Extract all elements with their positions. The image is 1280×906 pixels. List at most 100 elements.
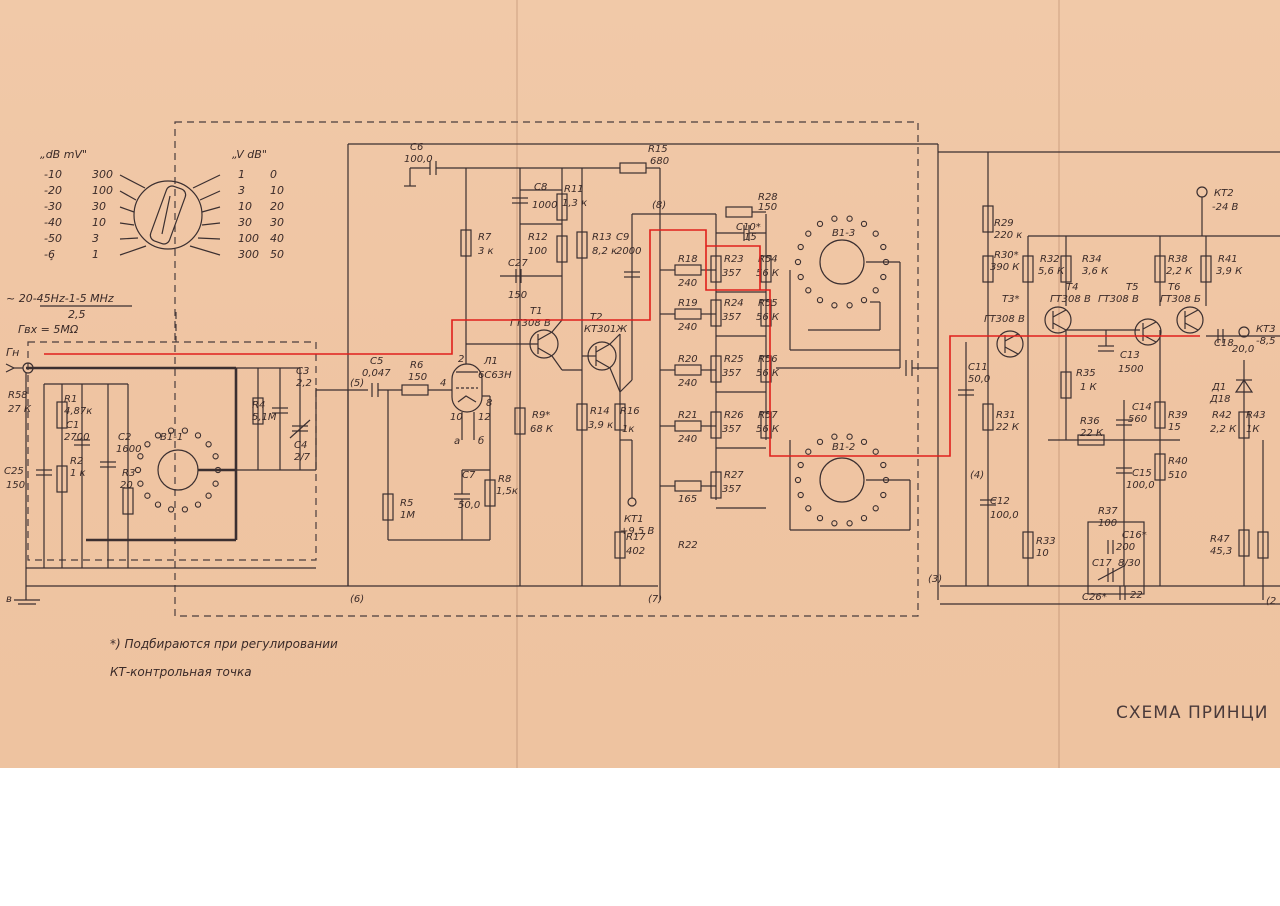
r56-text: R56 bbox=[758, 354, 778, 365]
r23v-text: 357 bbox=[722, 268, 742, 279]
switch-contact bbox=[846, 215, 853, 222]
switch-contact bbox=[805, 287, 812, 294]
r27-text: R27 bbox=[724, 470, 744, 481]
switch-contact bbox=[860, 514, 868, 522]
r33-value: 10 bbox=[1036, 548, 1049, 559]
resistor-r24 bbox=[710, 299, 722, 327]
tube-pin-4: 4 bbox=[440, 378, 446, 389]
r36-label: R36 bbox=[1080, 416, 1100, 427]
c4-label: C4 bbox=[294, 440, 307, 451]
r30-label: R30* bbox=[994, 250, 1019, 261]
r6-label: R6 bbox=[410, 360, 423, 371]
range-cell-db2: 30 bbox=[270, 216, 284, 229]
c12-label: C12 bbox=[990, 496, 1010, 507]
input-jack-label: Гн bbox=[6, 346, 19, 359]
resistor-r34 bbox=[1060, 255, 1072, 283]
c6-value: 100,0 bbox=[404, 154, 433, 165]
r54-text: R54 bbox=[758, 254, 778, 265]
range-cell-db: -30 bbox=[44, 200, 62, 213]
c3-value: 2,2 bbox=[296, 378, 312, 389]
range-cell-db2: 0 bbox=[270, 168, 277, 181]
tube-pin-2: 2 bbox=[458, 354, 464, 365]
node-8-label: (8) bbox=[652, 200, 666, 211]
range-cell-mv: 100 bbox=[92, 184, 113, 197]
r57v-text: 56 К bbox=[756, 424, 780, 435]
r56v-text: 56 К bbox=[756, 368, 780, 379]
resistor-r38 bbox=[1154, 255, 1166, 283]
switch-contact bbox=[846, 520, 853, 527]
range-cell-v: 100 bbox=[238, 232, 259, 245]
switch-contact bbox=[846, 302, 853, 309]
range-cell-db: -6̧ bbox=[44, 248, 55, 261]
r58-value: 27 К bbox=[8, 404, 32, 415]
range-cell-v: 1 bbox=[238, 168, 245, 181]
switch-b1-1-icon bbox=[157, 449, 199, 491]
switch-contact bbox=[205, 492, 212, 499]
c16-value: 200 bbox=[1116, 542, 1135, 553]
r37-value: 100 bbox=[1098, 518, 1117, 529]
r55v-text: 56 К bbox=[756, 312, 780, 323]
r22v-text: 165 bbox=[678, 494, 697, 505]
c10-value: 15 bbox=[744, 232, 757, 243]
b1-2-label: В1-2 bbox=[832, 442, 855, 453]
switch-contact bbox=[134, 466, 142, 474]
switch-contact bbox=[831, 215, 838, 222]
ground-label: в bbox=[6, 594, 12, 605]
resistor-r12 bbox=[556, 235, 568, 263]
resistor-r39 bbox=[1154, 401, 1166, 429]
c13-value: 1500 bbox=[1118, 364, 1143, 375]
node-3-label: (3) bbox=[928, 574, 942, 585]
switch-b1-2-icon bbox=[819, 457, 865, 503]
r3-value: 20 bbox=[120, 480, 133, 491]
r27v-text: 357 bbox=[722, 484, 742, 495]
range-cell-db2: 10 bbox=[270, 184, 284, 197]
test-point-kt2-icon bbox=[1196, 186, 1208, 198]
switch-contact bbox=[860, 438, 868, 446]
c7-label: C7 bbox=[462, 470, 476, 481]
node-4-label: (4) bbox=[970, 470, 984, 481]
switch-contact bbox=[167, 427, 175, 434]
r4-label: R4 bbox=[252, 400, 265, 411]
resistor-r54 bbox=[760, 255, 772, 283]
r7-label: R7 bbox=[478, 232, 492, 243]
switch-contact bbox=[205, 441, 212, 448]
resistor-r26 bbox=[710, 411, 722, 439]
resistor-r32 bbox=[1022, 255, 1034, 283]
c18-label: C18 bbox=[1214, 338, 1234, 349]
r40-value: 510 bbox=[1168, 470, 1187, 481]
resistor-r29 bbox=[982, 205, 994, 233]
t4-label: Т4 bbox=[1066, 282, 1078, 293]
r32-label: R32 bbox=[1040, 254, 1060, 265]
r19-text: R19 bbox=[678, 298, 698, 309]
resistor-r2 bbox=[56, 465, 68, 493]
t1-label: Т1 bbox=[530, 306, 542, 317]
r54v-text: 56 К bbox=[756, 268, 780, 279]
c16-label: C16* bbox=[1122, 530, 1147, 541]
r43-label: R43 bbox=[1246, 410, 1266, 421]
switch-contact bbox=[805, 505, 812, 512]
range-cell-mv: 30 bbox=[92, 200, 106, 213]
resistor-r9 bbox=[514, 407, 526, 435]
switch-contact bbox=[794, 476, 802, 484]
r20-text: R20 bbox=[678, 354, 698, 365]
r39-label: R39 bbox=[1168, 410, 1188, 421]
input-impedance-label: Гвх = 5МΩ bbox=[18, 323, 79, 336]
switch-contact bbox=[831, 520, 838, 527]
tube-l1-icon bbox=[451, 363, 483, 413]
resistor-r43 bbox=[1238, 411, 1250, 439]
t3-label: Т3* bbox=[1002, 294, 1019, 305]
resistor-r3 bbox=[122, 487, 134, 515]
r12-label: R12 bbox=[528, 232, 548, 243]
c6-label: C6 bbox=[410, 142, 423, 153]
switch-contact bbox=[816, 514, 824, 522]
r24v-text: 357 bbox=[722, 312, 742, 323]
range-cell-mv: 1 bbox=[92, 248, 99, 261]
resistor-r56 bbox=[760, 355, 772, 383]
kt3-label: КТ3 bbox=[1256, 324, 1276, 335]
switch-contact bbox=[181, 506, 189, 513]
switch-contact bbox=[860, 296, 868, 304]
switch-contact bbox=[797, 461, 804, 469]
c14-value: 560 bbox=[1128, 414, 1147, 425]
resistor-r11 bbox=[556, 193, 568, 221]
